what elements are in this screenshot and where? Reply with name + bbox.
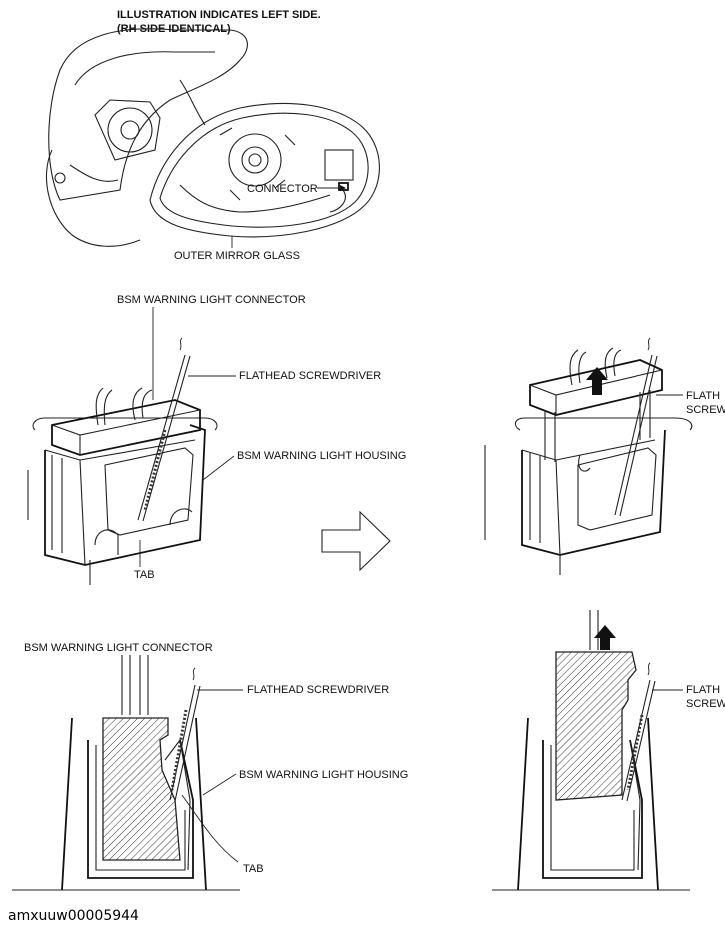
label-tab-top: TAB — [134, 569, 155, 581]
label-outer-mirror-glass: OUTER MIRROR GLASS — [174, 250, 300, 262]
screwdriver-section-after-cut — [647, 662, 651, 676]
screwdriver-handle-cut — [179, 337, 183, 351]
housing-back-rim-after — [514, 417, 693, 431]
screwdriver-shaft — [137, 354, 191, 522]
label-bsm-connector-top: BSM WARNING LIGHT CONNECTOR — [117, 294, 306, 306]
screwdriver-section-cut — [192, 667, 196, 681]
label-bsm-connector-bottom: BSM WARNING LIGHT CONNECTOR — [24, 642, 213, 654]
housing-wall-left — [61, 717, 73, 891]
housing-u-inner — [95, 745, 186, 871]
label-screwdriver-right-bottom-2: SCREW — [686, 698, 725, 710]
mirror-housing — [48, 28, 248, 201]
housing-front-edge-after — [521, 449, 561, 556]
wire-1-after — [569, 349, 579, 386]
housing-front-edge — [44, 449, 86, 566]
housing-u-outer — [87, 739, 194, 879]
connector-3d-after: FLATH SCREW — [484, 337, 725, 575]
screwdriver-section-detail — [170, 709, 188, 791]
lift-arrow-section — [594, 625, 616, 650]
label-housing-top: BSM WARNING LIGHT HOUSING — [237, 450, 406, 462]
connector-block-after — [529, 359, 663, 416]
connector-block-edges — [51, 409, 201, 455]
wire-2 — [132, 387, 143, 421]
wire-1 — [95, 387, 104, 426]
housing-tab — [104, 447, 194, 536]
screw-hole — [54, 172, 66, 184]
label-tab-bottom: TAB — [243, 863, 264, 875]
housing-lower-edge — [45, 149, 141, 247]
screwdriver-handle-cut-after — [647, 337, 651, 351]
title-line-2: (RH SIDE IDENTICAL) — [117, 23, 231, 35]
connector-arrowhead — [340, 185, 346, 191]
screwdriver-section — [169, 684, 201, 802]
section-after: FLATH SCREW — [492, 610, 725, 891]
housing-top-after — [555, 439, 656, 461]
mirror-illustration: ILLUSTRATION INDICATES LEFT SIDE. (RH SI… — [45, 9, 380, 262]
label-screwdriver-right-2: SCREW — [686, 404, 725, 416]
lift-arrow-up — [586, 367, 608, 395]
wire-2b-after — [613, 349, 622, 377]
image-code: amxuuw00005944 — [8, 908, 139, 924]
connector-block-edges-after — [529, 369, 663, 415]
housing-u-inner-after — [550, 745, 635, 871]
screwdriver-hidden — [143, 429, 167, 511]
wire-upper — [179, 79, 206, 126]
tab-bend — [578, 454, 591, 472]
connector-block — [51, 399, 201, 456]
screwdriver-shaft-after — [614, 354, 658, 517]
housing-tab-after — [577, 447, 657, 531]
housing-u-outer-after — [542, 739, 643, 879]
housing-wall-after — [529, 453, 541, 543]
wire-2b — [141, 389, 153, 419]
housing-back-rim — [32, 417, 218, 431]
tab-notch-right — [169, 508, 193, 526]
bsm-light-unit — [324, 149, 354, 181]
wire-harness — [179, 184, 331, 213]
wire-1b-after — [578, 351, 587, 384]
label-connector: CONNECTOR — [247, 183, 318, 195]
connector-legs-after — [544, 390, 651, 462]
tab-section — [164, 738, 191, 871]
title-line-1: ILLUSTRATION INDICATES LEFT SIDE. — [117, 9, 321, 21]
tab-leader-bottom — [181, 794, 239, 863]
glass-pivot-center — [241, 146, 269, 174]
section-before: BSM WARNING LIGHT CONNECTOR FLATHEAD SCR… — [12, 642, 408, 891]
housing-leader-bottom — [202, 773, 237, 796]
label-screwdriver-top: FLATHEAD SCREWDRIVER — [239, 370, 381, 382]
connector-section-hatched — [102, 717, 181, 861]
label-screwdriver-right-1: FLATH — [686, 390, 720, 402]
housing-detail — [69, 164, 119, 182]
wire-1b — [103, 389, 113, 426]
connector-wires-after — [589, 610, 599, 650]
housing-leader — [202, 455, 235, 481]
wire-2-after — [604, 347, 614, 379]
label-housing-bottom: BSM WARNING LIGHT HOUSING — [239, 769, 408, 781]
housing-wall-right-after — [647, 717, 659, 891]
motor-hub — [120, 120, 140, 140]
housing-wall-right — [195, 717, 207, 891]
housing-wall-left-after — [517, 717, 529, 891]
glass-pivot-hub — [248, 153, 262, 167]
connector-wires-section — [121, 655, 149, 715]
housing-edge — [74, 51, 215, 86]
screwdriver-section-after-detail — [626, 714, 644, 791]
pivot-ribs — [219, 127, 296, 201]
label-screwdriver-bottom: FLATHEAD SCREWDRIVER — [247, 684, 389, 696]
label-screwdriver-right-bottom-1: FLATH — [686, 684, 720, 696]
connector-wire — [329, 189, 346, 213]
housing-top-edge — [79, 439, 196, 461]
motor-bracket — [94, 99, 161, 161]
tab-notch — [94, 529, 119, 555]
glass-pivot-ring — [228, 133, 282, 187]
connector-3d-before: BSM WARNING LIGHT CONNECTOR FLATHEAD SCR… — [27, 294, 406, 585]
next-step-arrow — [321, 510, 391, 572]
connector-section-hatched-after — [555, 651, 637, 801]
outer-mirror-glass — [149, 102, 380, 238]
housing-wall — [51, 455, 63, 553]
mirror-motor — [107, 107, 153, 153]
housing-box — [44, 424, 206, 566]
mirror-glass-inner — [159, 112, 369, 228]
